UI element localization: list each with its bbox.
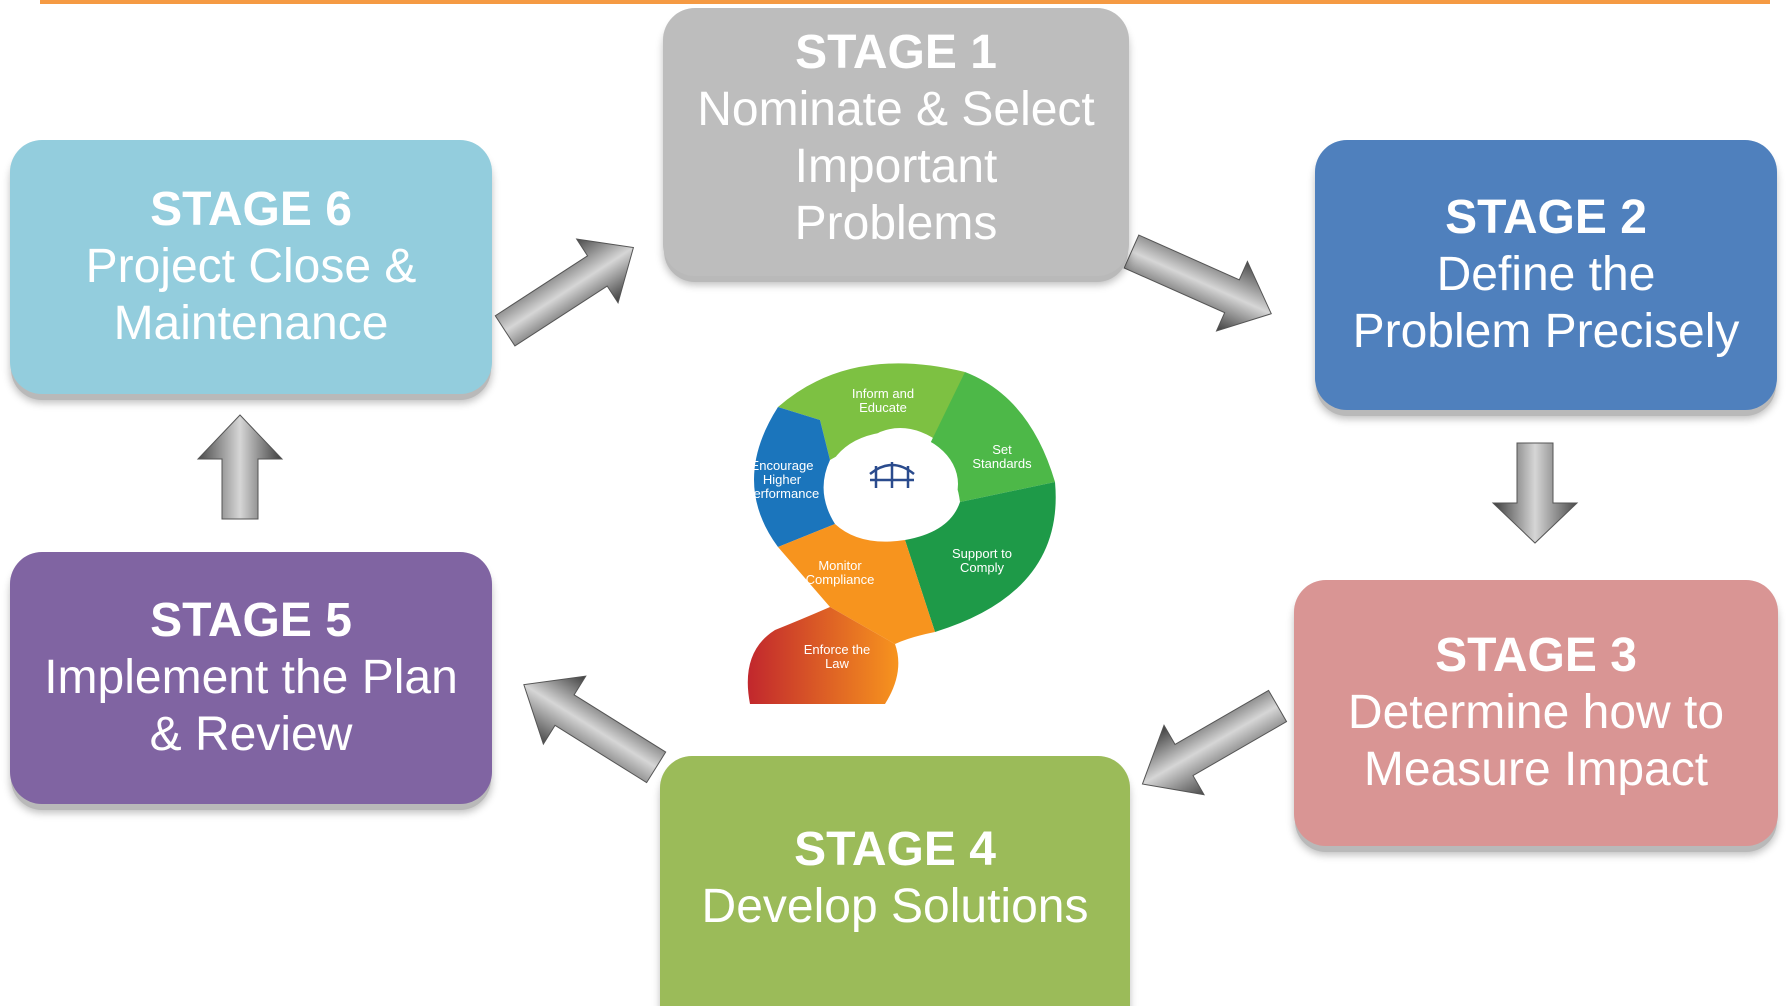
arrow-stage6-to-stage1 <box>494 238 635 347</box>
top-rule <box>40 0 1770 4</box>
label-support-2: Comply <box>960 560 1005 575</box>
arrow-stage5-to-stage6 <box>196 414 284 520</box>
wheel-segment-enforce-law <box>747 607 899 704</box>
stage-4-text: Develop Solutions <box>701 880 1089 933</box>
arrow-stage2-to-stage3 <box>1491 442 1579 544</box>
stage-6-text: Project Close & Maintenance <box>85 240 417 350</box>
label-encourage-1: Encourage <box>751 458 814 473</box>
stage-2-number: STAGE 2 <box>1445 191 1647 244</box>
label-monitor-1: Monitor <box>818 558 862 573</box>
label-monitor-2: Compliance <box>806 572 875 587</box>
label-inform-1: Inform and <box>852 386 914 401</box>
stage-4-box: STAGE 4 Develop Solutions <box>660 756 1130 1006</box>
label-support-1: Support to <box>952 546 1012 561</box>
stage-2-box: STAGE 2 Define the Problem Precisely <box>1315 140 1777 410</box>
label-enforce-1: Enforce the <box>804 642 871 657</box>
epa-compliance-wheel: EPA VICTORIA Inform and Educate Set Stan… <box>745 363 1056 704</box>
stage-3-number: STAGE 3 <box>1435 629 1637 682</box>
stage-6-box: STAGE 6 Project Close & Maintenance <box>10 140 492 394</box>
stage-5-box: STAGE 5 Implement the Plan & Review <box>10 552 492 804</box>
stage-1-text: Nominate & Select Important Problems <box>697 82 1095 250</box>
arrow-stage3-to-stage4 <box>1141 689 1288 796</box>
wheel-segment-monitor-compliance <box>778 524 935 644</box>
stage-1-box: STAGE 1 Nominate & Select Important Prob… <box>663 8 1129 276</box>
stage-3-box: STAGE 3 Determine how to Measure Impact <box>1294 580 1778 846</box>
stage-5-text: Implement the Plan & Review <box>44 651 458 761</box>
stage-5-number: STAGE 5 <box>150 594 352 647</box>
wheel-segment-set-standards <box>925 372 1055 502</box>
label-standards-2: Standards <box>972 456 1032 471</box>
stage-3-text: Determine how to Measure Impact <box>1347 686 1725 796</box>
stage-4-number: STAGE 4 <box>794 823 996 876</box>
epa-logo-text: EPA <box>879 488 904 503</box>
arrow-stage4-to-stage5 <box>523 675 667 784</box>
label-enforce-2: Law <box>825 656 849 671</box>
wheel-segment-inform-educate <box>778 363 965 460</box>
label-encourage-2: Higher <box>763 472 802 487</box>
stage-1-number: STAGE 1 <box>795 25 997 79</box>
arrow-stage1-to-stage2 <box>1123 234 1272 332</box>
epa-logo-mark <box>869 462 915 488</box>
wheel-segment-encourage-performance <box>754 407 835 547</box>
label-inform-2: Educate <box>859 400 907 415</box>
label-standards-1: Set <box>992 442 1012 457</box>
epa-logo-subtext: VICTORIA <box>861 498 922 513</box>
label-encourage-3: Performance <box>745 486 819 501</box>
stage-6-number: STAGE 6 <box>150 183 352 236</box>
wheel-segment-support-comply <box>905 482 1056 632</box>
stage-2-text: Define the Problem Precisely <box>1352 248 1740 358</box>
